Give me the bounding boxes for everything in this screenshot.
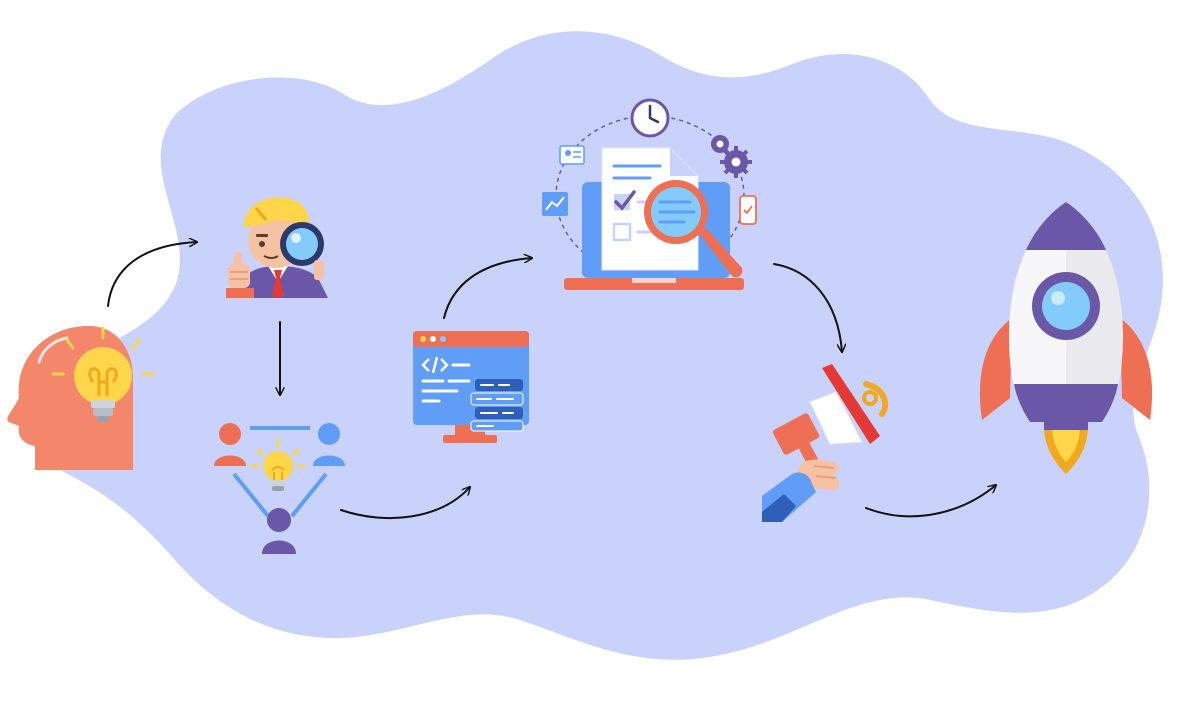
code-monitor-icon xyxy=(413,331,529,443)
step-development xyxy=(413,331,529,447)
arrow-testing-to-marketing xyxy=(773,263,842,352)
rocket-icon xyxy=(979,202,1153,474)
step-marketing xyxy=(762,362,892,522)
step-launch xyxy=(974,200,1154,480)
arrow-brainstorm-to-development xyxy=(340,487,470,519)
arrow-idea-to-research xyxy=(107,242,197,307)
arrow-marketing-to-launch xyxy=(865,485,996,518)
team-idea-icon xyxy=(214,423,345,554)
arrow-development-to-testing xyxy=(443,258,532,319)
step-research xyxy=(226,194,332,298)
step-idea xyxy=(5,318,155,473)
step-brainstorm xyxy=(212,418,347,554)
person-with-magnifier-icon xyxy=(226,197,328,298)
megaphone-hand-icon xyxy=(762,364,889,522)
laptop-document-review-icon xyxy=(542,98,757,290)
head-with-lightbulb-icon xyxy=(7,325,155,470)
step-testing xyxy=(538,96,760,301)
